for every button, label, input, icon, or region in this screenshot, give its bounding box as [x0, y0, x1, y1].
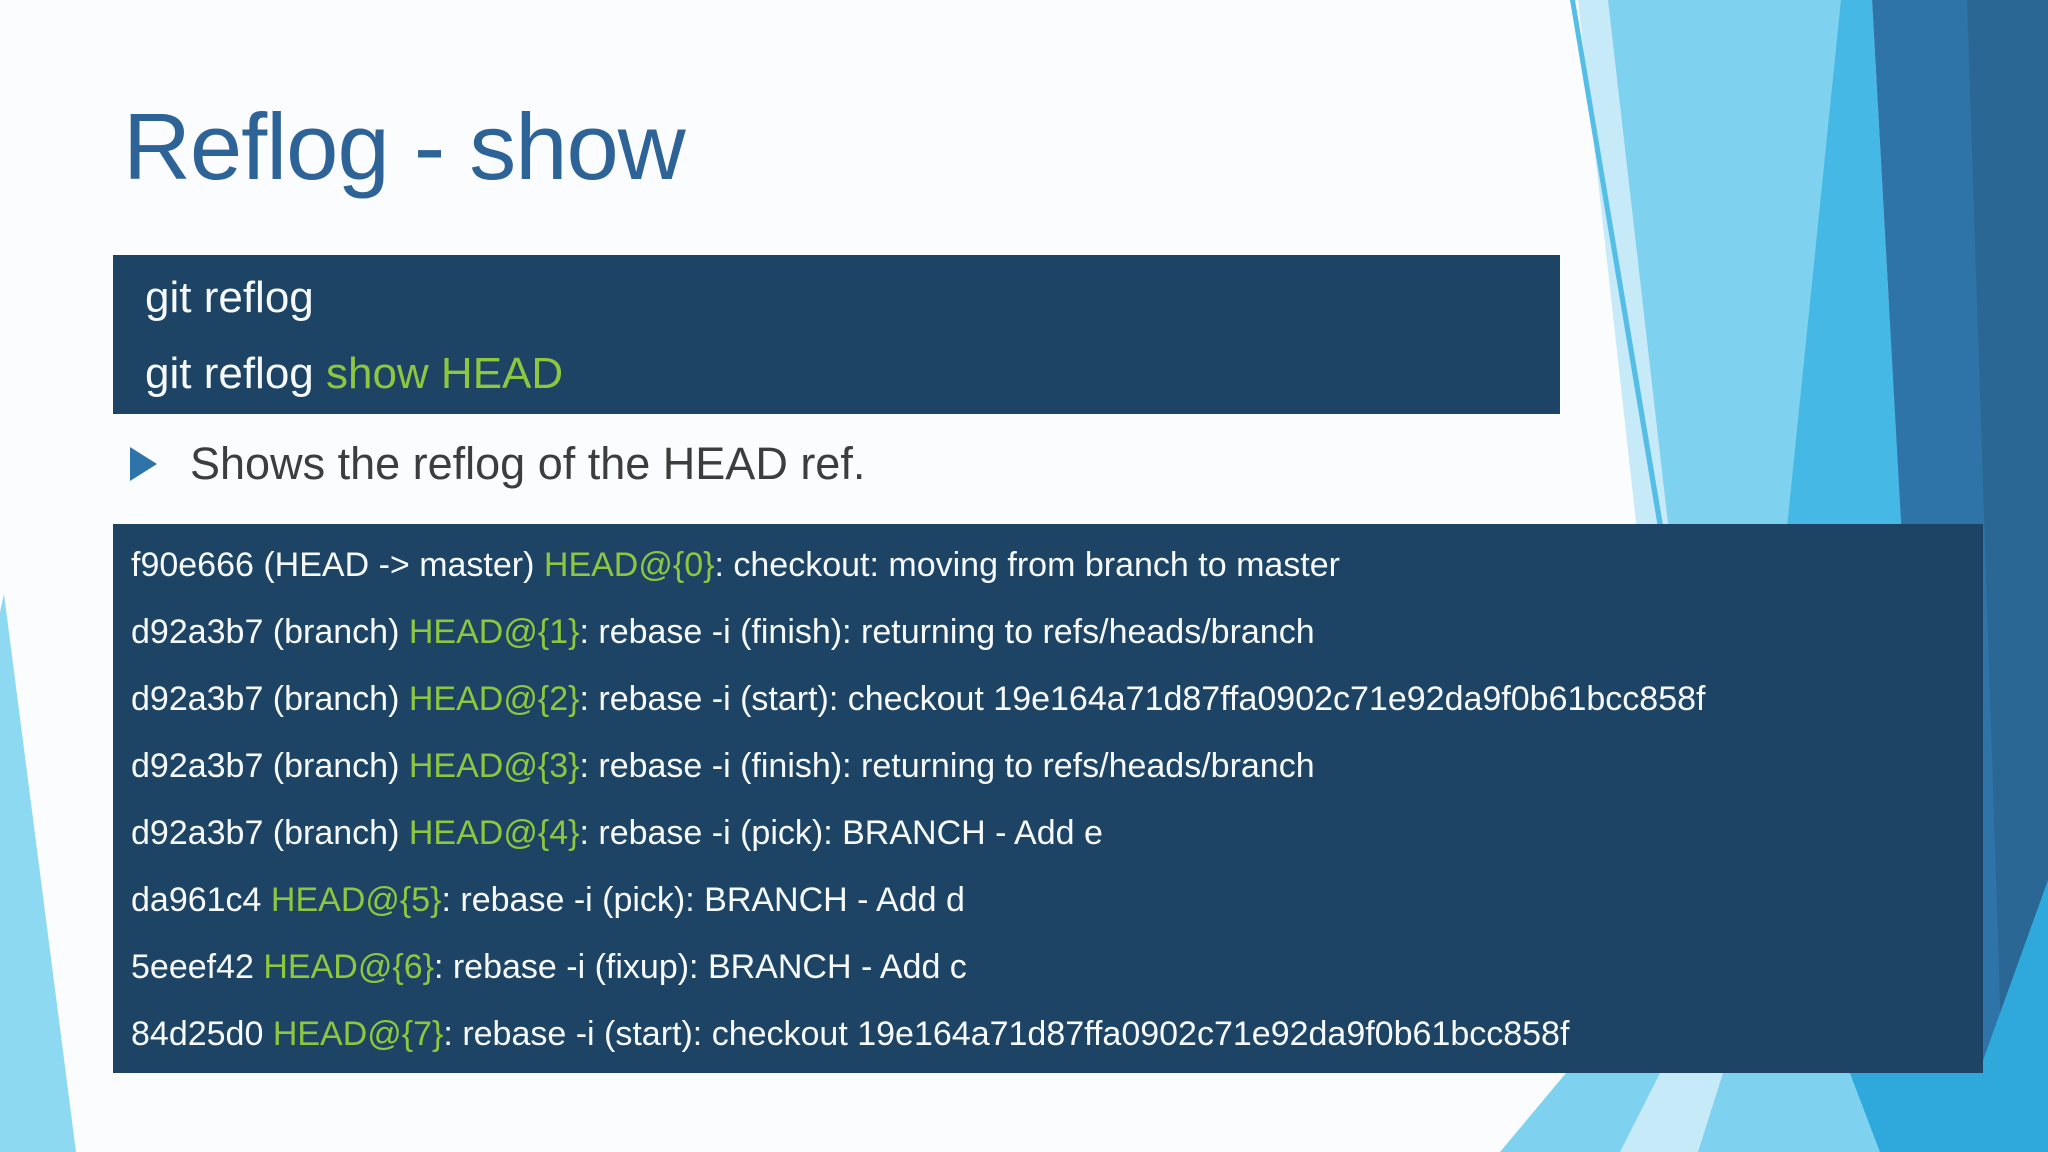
code-segment-highlight: HEAD@{3}: [408, 747, 580, 785]
code-line: d92a3b7 (branch) HEAD@{4}: rebase -i (pi…: [131, 800, 1983, 867]
code-segment: d92a3b7 (branch): [131, 680, 409, 718]
code-segment: : rebase -i (start): checkout 19e164a71d…: [579, 680, 1706, 718]
bullet-item: Shows the reflog of the HEAD ref.: [130, 436, 865, 492]
code-segment-highlight: HEAD@{2}: [408, 680, 580, 718]
code-line: f90e666 (HEAD -> master) HEAD@{0}: check…: [131, 532, 1983, 599]
code-segment-highlight: HEAD@{1}: [408, 613, 580, 651]
code-line: d92a3b7 (branch) HEAD@{3}: rebase -i (fi…: [131, 733, 1983, 800]
bullet-triangle-icon: [130, 447, 157, 481]
code-line: git reflog: [145, 260, 1560, 336]
code-line: git reflog show HEAD: [145, 336, 1560, 412]
code-segment-highlight: HEAD@{7}: [272, 1015, 444, 1053]
code-segment: git reflog: [145, 349, 326, 398]
code-line: 5eeef42 HEAD@{6}: rebase -i (fixup): BRA…: [131, 934, 1983, 1001]
code-line: d92a3b7 (branch) HEAD@{1}: rebase -i (fi…: [131, 599, 1983, 666]
deco-bottom-left-wedge: [0, 594, 76, 1152]
code-segment: git reflog: [145, 273, 314, 322]
code-segment: da961c4: [131, 881, 271, 919]
code-segment: : checkout: moving from branch to master: [714, 546, 1340, 584]
reflog-output-block: f90e666 (HEAD -> master) HEAD@{0}: check…: [113, 524, 1983, 1073]
code-segment: : rebase -i (pick): BRANCH - Add d: [441, 881, 965, 919]
code-segment: : rebase -i (pick): BRANCH - Add e: [579, 814, 1103, 852]
deco-bottom-pale: [1620, 1073, 1723, 1152]
code-segment-highlight: show HEAD: [325, 349, 564, 398]
code-segment: f90e666 (HEAD -> master): [131, 546, 544, 584]
code-segment-highlight: HEAD@{6}: [263, 948, 434, 986]
code-segment: 5eeef42: [131, 948, 264, 986]
deco-bottom-mid: [1850, 1073, 1983, 1152]
code-line: da961c4 HEAD@{5}: rebase -i (pick): BRAN…: [131, 867, 1983, 934]
code-segment: d92a3b7 (branch): [131, 814, 409, 852]
code-segment-highlight: HEAD@{5}: [270, 881, 442, 919]
code-segment: : rebase -i (finish): returning to refs/…: [579, 613, 1315, 651]
code-segment-highlight: HEAD@{0}: [543, 546, 715, 584]
code-segment: 84d25d0: [131, 1015, 273, 1053]
page-title: Reflog - show: [123, 94, 686, 199]
code-segment: d92a3b7 (branch): [131, 747, 409, 785]
code-segment: : rebase -i (start): checkout 19e164a71d…: [443, 1015, 1570, 1053]
code-segment: : rebase -i (fixup): BRANCH - Add c: [433, 948, 967, 986]
code-segment: : rebase -i (finish): returning to refs/…: [579, 747, 1315, 785]
code-segment: d92a3b7 (branch): [131, 613, 409, 651]
code-segment-highlight: HEAD@{4}: [408, 814, 580, 852]
code-line: d92a3b7 (branch) HEAD@{2}: rebase -i (st…: [131, 666, 1983, 733]
bullet-text: Shows the reflog of the HEAD ref.: [190, 438, 866, 489]
code-line: 84d25d0 HEAD@{7}: rebase -i (start): che…: [131, 1001, 1983, 1068]
deco-steel-dark-band: [1967, 0, 2048, 1152]
